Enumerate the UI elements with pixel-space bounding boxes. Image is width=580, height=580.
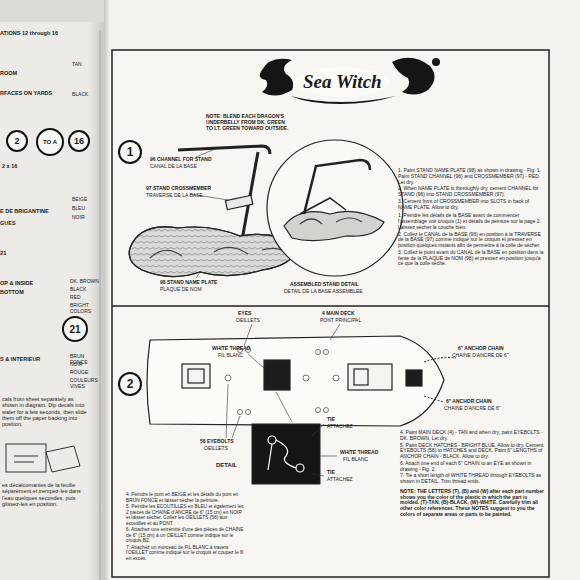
part-label: ROOM bbox=[0, 70, 60, 76]
part-label: GUES bbox=[0, 220, 40, 226]
logo-title: Sea Witch bbox=[303, 71, 382, 93]
instruction-text: PONT PRINCIPAL bbox=[320, 318, 380, 324]
instruction-text: ATTACHEZ bbox=[327, 424, 367, 430]
part-label: 21 bbox=[0, 250, 20, 257]
step-circle: 1 bbox=[118, 140, 142, 164]
instruction-text: CHAINE D'ANCRE DE 6" bbox=[444, 406, 534, 412]
part-label: OP & INSIDE bbox=[0, 280, 62, 286]
part-label: ASSEMBLED STAND DETAIL bbox=[290, 282, 385, 288]
instruction-text: OEILLETS bbox=[236, 318, 276, 324]
instruction-text: ROUGE bbox=[70, 370, 100, 376]
step-number: 16 bbox=[74, 136, 84, 146]
part-label: WHITE THREAD bbox=[212, 346, 267, 352]
instruction-text: BRIGHT COLORS bbox=[70, 303, 100, 315]
part-label: ATIONS 12 through 16 bbox=[0, 30, 95, 36]
part-label: NOTE: BLEND EACH DRAGON'S UNDERBELLY FRO… bbox=[206, 114, 290, 131]
part-label: 58 EYEBOLTS bbox=[200, 439, 256, 445]
instruction-text: 6. Attachez une extrémité d'une des pièc… bbox=[126, 527, 246, 544]
part-label: 6" ANCHOR CHAIN bbox=[446, 399, 526, 405]
step-number: 2 bbox=[127, 377, 134, 391]
instruction-text: 7. Tie a short length of WHITE THREAD th… bbox=[400, 473, 546, 485]
part-label: WHITE THREAD bbox=[340, 450, 400, 456]
instruction-text: 2. When NAME PLATE is thoroughly dry, ce… bbox=[398, 186, 544, 198]
instruction-text: 1. Paint STAND NAME PLATE (98) as shown … bbox=[398, 168, 544, 185]
instruction-text: 4. Peindre le pont en BEIGE et les détai… bbox=[126, 492, 246, 503]
part-label: NOTE: THE LETTERS (T), (B) and (W) after… bbox=[400, 489, 546, 518]
instruction-text: 1. Peindre les détails de la BASE avant … bbox=[398, 213, 544, 230]
instruction-text: es décalcomanies de la feuille séparémen… bbox=[2, 482, 88, 507]
part-label: E DE BRIGANTINE bbox=[0, 208, 68, 214]
instruction-text: NOIR bbox=[72, 215, 100, 221]
part-label: 4 MAIN DECK bbox=[322, 311, 382, 317]
instruction-text: PLAQUE DE NOM bbox=[160, 287, 250, 293]
part-label: EYES bbox=[238, 311, 278, 317]
step-circle: 2 bbox=[6, 130, 28, 152]
instruction-text: RED bbox=[70, 295, 100, 301]
step-number: 2 bbox=[14, 136, 19, 146]
instruction-text: cals from sheet separately as shown in d… bbox=[2, 396, 88, 428]
instruction-text: FIL BLANC bbox=[343, 457, 393, 463]
instruction-text: ATTACHEZ bbox=[327, 477, 367, 483]
instruction-text: 3. Collez le point avant du CANAL de la … bbox=[398, 250, 544, 267]
instruction-text: CHAINE D'ANCRE DE 6" bbox=[452, 353, 542, 359]
instruction-text: DETAIL DE LA BASE ASSEMBLEE bbox=[284, 289, 384, 295]
instruction-text: TAN bbox=[72, 62, 100, 68]
part-label: TIE bbox=[327, 470, 357, 476]
part-label: 6" ANCHOR CHAIN bbox=[458, 346, 538, 352]
instruction-text: COULEURS VIVES bbox=[70, 378, 100, 390]
instruction-text: 6. Attach one end of each 6" CHAIN to an… bbox=[400, 461, 546, 473]
step-number: TO A bbox=[43, 139, 57, 145]
part-label: RFACES ON YARDS bbox=[0, 90, 70, 96]
instruction-text: BEIGE bbox=[72, 197, 100, 203]
step-circle: 21 bbox=[62, 316, 88, 342]
instruction-text: 5. Paint DECK HATCHES - BRIGHT BLUE. All… bbox=[400, 443, 546, 460]
instruction-text: 2. Collez le CANAL de la BASE (96) en po… bbox=[398, 232, 544, 249]
instruction-text: OEILLETS bbox=[204, 446, 250, 452]
instruction-text: 3. Cement front of CROSSMEMBER into SLOT… bbox=[398, 199, 544, 211]
part-label: 96 CHANNEL FOR STAND bbox=[150, 157, 240, 163]
step-circle: TO A bbox=[36, 128, 64, 156]
instruction-text: BLEU bbox=[72, 206, 100, 212]
instruction-text: DK. BROWN bbox=[70, 279, 100, 285]
instruction-text: NOIR bbox=[70, 362, 100, 368]
step-number: 21 bbox=[69, 324, 80, 335]
instruction-text: TRAVERSE DE LA BASE bbox=[146, 193, 236, 199]
part-label: S & INTERIEUR bbox=[0, 356, 64, 362]
instruction-text: BLACK bbox=[72, 92, 100, 98]
part-label: 98 STAND NAME PLATE bbox=[160, 280, 250, 286]
step-number: 1 bbox=[127, 145, 134, 159]
step-circle: 2 bbox=[118, 372, 142, 396]
instruction-text: 4. Paint MAIN DECK (4) - TAN and when dr… bbox=[400, 430, 546, 442]
instruction-text: FIL BLANC bbox=[218, 353, 268, 359]
instruction-text: 7. Attachez un morceau de FIL BLANC à tr… bbox=[126, 545, 246, 562]
part-label: TIE bbox=[327, 417, 357, 423]
part-label: 2 x 16 bbox=[2, 163, 42, 169]
instruction-text: BLACK bbox=[70, 287, 100, 293]
part-label: 97 STAND CROSSMEMBER bbox=[146, 186, 236, 192]
part-label: BOTTOM bbox=[0, 289, 62, 295]
instruction-text: 5. Peindre les ECOUTILLES en BLEU et éga… bbox=[126, 504, 246, 526]
instruction-text: CANAL DE LA BASE bbox=[150, 164, 240, 170]
part-label: DETAIL bbox=[216, 462, 250, 469]
step-circle: 16 bbox=[68, 130, 90, 152]
